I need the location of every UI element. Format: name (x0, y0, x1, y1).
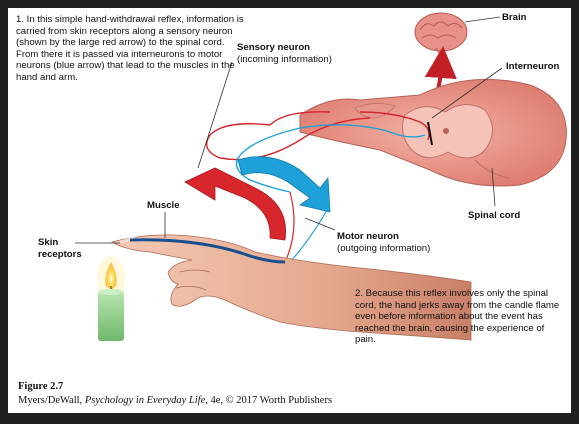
figure-title: Figure 2.7 (18, 381, 64, 392)
credit-rest: , 4e, © 2017 Worth Publishers (205, 395, 333, 406)
muscle-band (129, 238, 286, 264)
sensory-neuron-fiber (206, 111, 371, 161)
caption-bottom: 2. Because this reflex involves only the… (355, 288, 560, 346)
label-sensory-neuron: Sensory neuron (incoming information) (237, 42, 332, 65)
motor-neuron-leader-line (304, 217, 336, 231)
label-motor-neuron-title: Motor neuron (337, 231, 399, 242)
motor-neuron-fiber (235, 124, 426, 193)
label-sensory-neuron-sub: (incoming information) (237, 53, 332, 65)
label-skin-receptors: Skin receptors (38, 237, 82, 260)
candle-illustration (97, 256, 125, 341)
label-motor-neuron: Motor neuron (outgoing information) (337, 231, 430, 254)
caption-top: 1. In this simple hand-withdrawal reflex… (16, 14, 244, 83)
credit-authors: Myers/DeWall, (18, 395, 85, 406)
label-brain: Brain (502, 12, 527, 23)
label-interneuron: Interneuron (506, 61, 560, 72)
motor-arrow (237, 156, 331, 213)
figure-credit: Myers/DeWall, Psychology in Everyday Lif… (18, 395, 332, 406)
figure-panel (8, 8, 571, 413)
label-skin-receptors-line2: receptors (38, 248, 82, 260)
label-muscle: Muscle (147, 200, 180, 211)
sensory-neuron-leader-line (197, 61, 233, 169)
label-spinal-cord: Spinal cord (468, 210, 521, 221)
label-skin-receptors-line1: Skin (38, 237, 59, 248)
spinal-cord-section (299, 78, 567, 187)
credit-book: Psychology in Everyday Life (84, 395, 206, 406)
brain-illustration (414, 12, 468, 59)
sensory-arrow (184, 167, 287, 241)
brain-leader-line (464, 16, 501, 23)
interneuron-leader-line (431, 67, 503, 119)
spinal-cord-leader-line (491, 167, 496, 207)
label-sensory-neuron-title: Sensory neuron (237, 42, 311, 53)
label-motor-neuron-sub: (outgoing information) (337, 242, 431, 254)
